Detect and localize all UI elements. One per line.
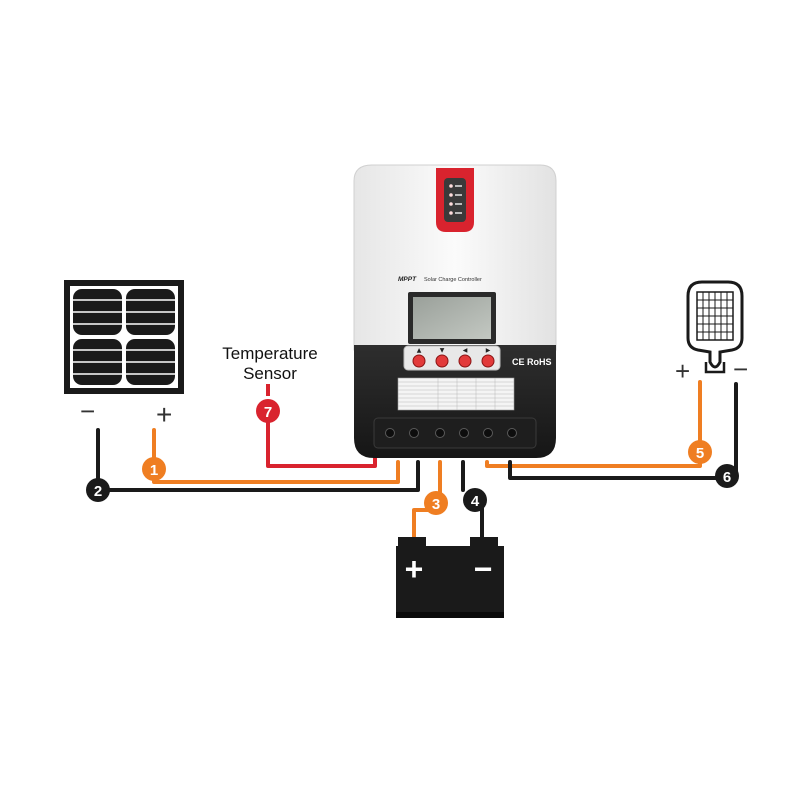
status-led-2: [449, 193, 453, 197]
svg-text:2: 2: [94, 483, 102, 500]
terminal-block: [373, 417, 537, 449]
controller-brand: MPPT: [398, 276, 417, 283]
lcd-screen: [413, 297, 491, 339]
status-led-1: [449, 184, 453, 188]
button-bar: [403, 345, 501, 371]
charge-controller: MPPT Solar Charge Controller ▲ ▼ ◀ ▶ CE …: [353, 164, 557, 458]
svg-text:5: 5: [696, 445, 704, 462]
svg-text:1: 1: [150, 462, 158, 479]
solar-positive-sign: +: [156, 399, 172, 430]
load-negative-sign: −: [733, 354, 748, 384]
svg-text:4: 4: [471, 493, 480, 510]
button-up[interactable]: [412, 354, 426, 368]
certification-mark: CE RoHS: [512, 357, 552, 367]
solar-negative-sign: −: [80, 396, 95, 426]
marker-5: 5: [688, 440, 712, 464]
spec-table: [397, 377, 515, 411]
wire-solar-negative: [96, 428, 420, 492]
button-left[interactable]: [458, 354, 472, 368]
marker-2: 2: [86, 478, 110, 502]
marker-3: 3: [424, 491, 448, 515]
temperature-sensor-label-line2: Sensor: [243, 364, 297, 383]
wires: [96, 380, 738, 542]
marker-1: 1: [142, 457, 166, 481]
marker-4: 4: [463, 488, 487, 512]
temperature-sensor-label-line1: Temperature: [222, 344, 318, 363]
svg-text:6: 6: [723, 469, 731, 486]
marker-7: 7: [256, 399, 280, 423]
arrow-left-icon: ◀: [463, 347, 468, 354]
temperature-sensor-label: Temperature Sensor: [200, 344, 340, 384]
solar-panel-icon: [64, 280, 184, 394]
status-led-3: [449, 202, 453, 206]
wire-load-negative: [508, 382, 738, 480]
marker-6: 6: [715, 464, 739, 488]
arrow-down-icon: ▼: [440, 347, 445, 354]
terminal-screws: [385, 428, 517, 438]
load-positive-sign: +: [675, 356, 690, 386]
wire-battery-positive-lead: [412, 508, 434, 542]
arrow-right-icon: ▶: [486, 347, 491, 354]
controller-title: Solar Charge Controller: [424, 277, 482, 283]
svg-text:3: 3: [432, 496, 440, 513]
battery-negative-sign: −: [474, 551, 493, 587]
wire-temperature-sensor: [266, 410, 377, 468]
battery-positive-sign: +: [405, 551, 424, 587]
wire-load-positive: [485, 380, 702, 468]
arrow-up-icon: ▲: [417, 347, 422, 354]
button-down[interactable]: [435, 354, 449, 368]
lamp-load-icon: [686, 280, 744, 374]
button-right[interactable]: [481, 354, 495, 368]
battery-icon: [396, 537, 504, 618]
status-led-4: [449, 211, 453, 215]
svg-text:7: 7: [264, 404, 272, 421]
wire-solar-positive: [152, 428, 400, 484]
